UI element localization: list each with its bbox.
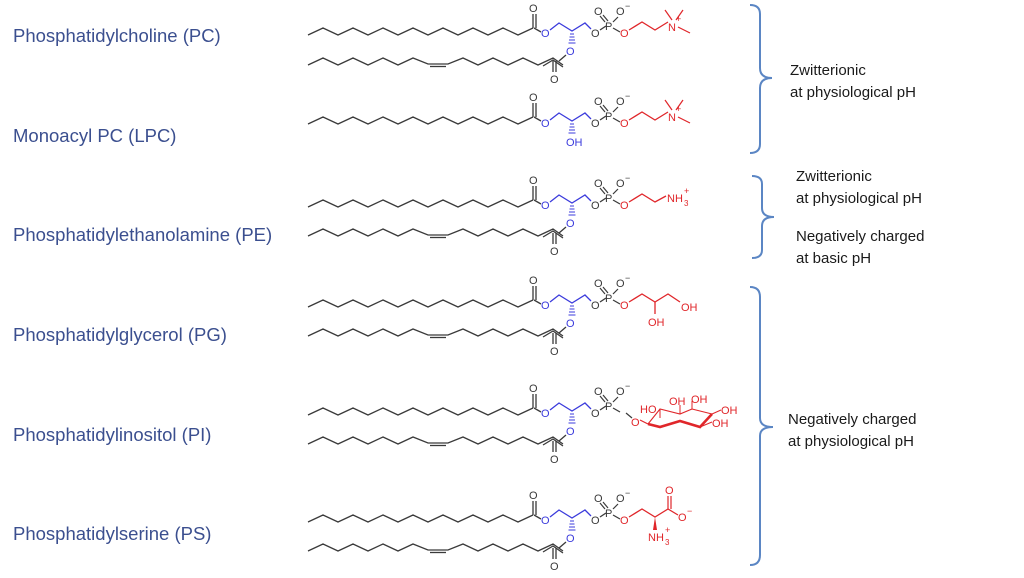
svg-text:P: P [605,111,612,123]
structure-pe: O NH 3 + [307,172,689,259]
svg-text:O: O [529,92,538,104]
svg-text:−: − [687,506,692,516]
label-pc: Phosphatidylcholine (PC) [13,25,221,46]
svg-text:OH: OH [648,317,665,329]
svg-text:+: + [676,14,681,24]
structure-pc: O N + [307,0,691,87]
svg-text:O: O [620,515,629,527]
group-2-line-4: at basic pH [796,250,872,267]
svg-text:3: 3 [665,538,670,547]
svg-text:OH: OH [669,396,686,408]
svg-text:−: − [625,91,630,101]
label-lpc: Monoacyl PC (LPC) [13,125,177,146]
svg-text:O: O [541,118,550,130]
inositol-headgroup: O HO OH OH OH OH [625,394,738,430]
group-1-line-1: Zwitterionic [790,62,866,79]
structure-pg: O OH OH [307,272,698,359]
label-pi: Phosphatidylinositol (PI) [13,424,212,445]
svg-text:HO: HO [640,404,657,416]
choline-headgroup: O N + [620,99,691,130]
group-1-note: Zwitterionic at physiological pH [790,60,916,104]
svg-text:NH: NH [648,532,664,544]
svg-text:OH: OH [691,394,708,406]
svg-text:N: N [668,112,676,124]
svg-text:+: + [676,104,681,114]
svg-text:O: O [665,485,674,497]
group-2-line-1: Zwitterionic [796,168,872,185]
group-2-line-2: at physiological pH [796,190,922,207]
glycerol-headgroup: O OH OH [620,293,698,329]
svg-text:OH: OH [566,137,583,149]
structure-ps: O O O − NH 3 + [307,485,692,574]
svg-text:O: O [620,118,629,130]
ethanolamine-headgroup: O NH 3 + [620,186,689,212]
svg-text:O: O [631,417,640,429]
label-ps: Phosphatidylserine (PS) [13,523,212,544]
structure-pi: O HO OH OH OH OH [307,380,738,467]
svg-text:+: + [684,186,689,196]
structure-lpc: O O OH O P O O − O N + [307,91,691,149]
bracket-negative [749,286,774,566]
group-3-line-2: at physiological pH [788,433,914,450]
choline-headgroup: O N + [620,9,691,40]
svg-text:N: N [668,22,676,34]
label-pe: Phosphatidylethanolamine (PE) [13,224,273,245]
label-pg: Phosphatidylglycerol (PG) [13,324,227,345]
svg-text:O: O [616,96,625,108]
group-3-note: Negatively charged at physiological pH [788,409,916,453]
svg-text:3: 3 [684,199,689,208]
group-2-note: Zwitterionic at physiological pH Negativ… [796,166,924,270]
serine-headgroup: O O O − NH 3 + [620,485,692,547]
bracket-zwitterionic-pc [749,4,773,154]
svg-text:O: O [620,300,629,312]
group-3-line-1: Negatively charged [788,411,917,428]
svg-text:O: O [678,512,687,524]
svg-text:O: O [594,96,603,108]
svg-text:O: O [620,200,629,212]
svg-text:OH: OH [721,405,738,417]
bracket-pe [751,175,775,259]
svg-text:O: O [591,118,600,130]
svg-text:OH: OH [681,302,698,314]
group-2-line-3: Negatively charged [796,228,925,245]
group-1-line-2: at physiological pH [790,84,916,101]
svg-text:O: O [620,28,629,40]
svg-text:OH: OH [712,418,729,430]
svg-text:NH: NH [667,193,683,205]
svg-text:+: + [665,525,670,535]
